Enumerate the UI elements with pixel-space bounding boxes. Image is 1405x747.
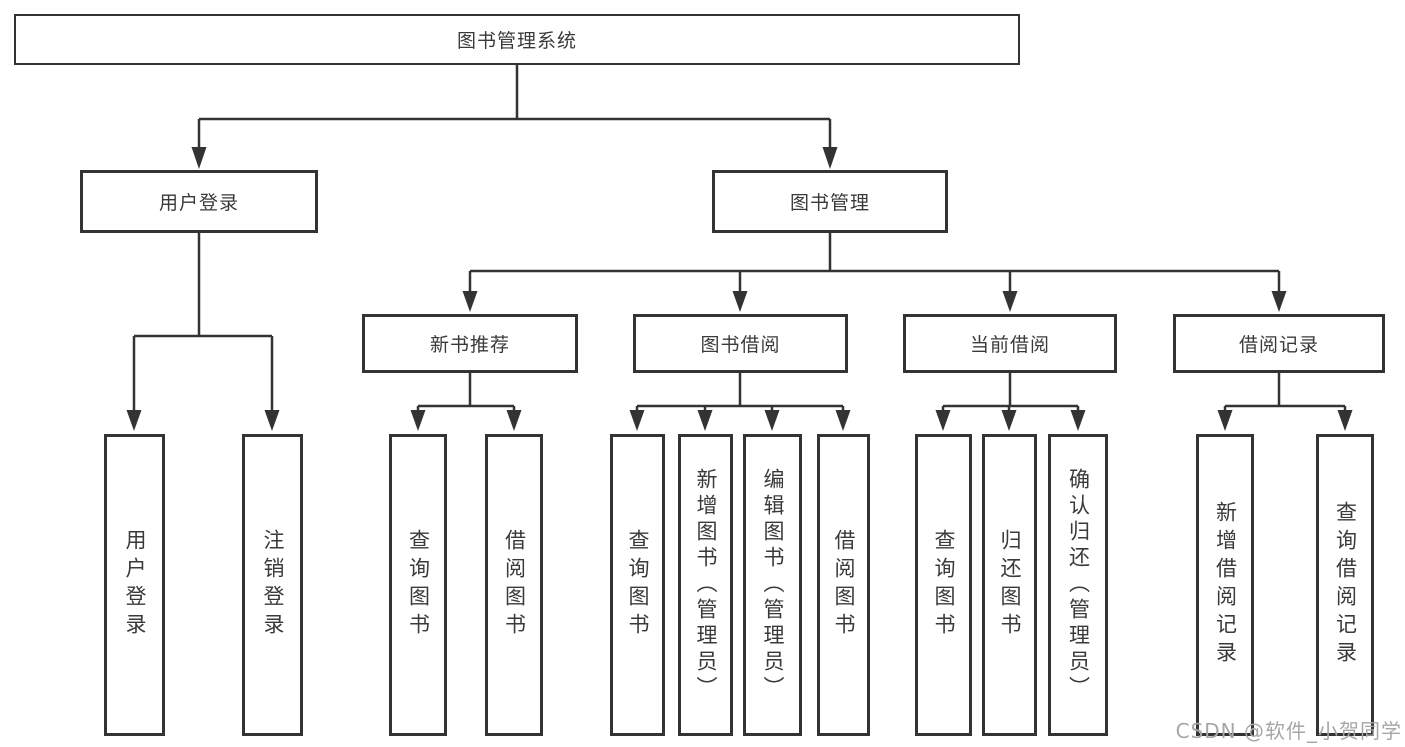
leaf-user-login: 用户登录	[104, 434, 165, 736]
leaf-logout: 注销登录	[242, 434, 303, 736]
leaf-return-books: 归还图书	[982, 434, 1037, 736]
leaf-borrow-books-1: 借阅图书	[485, 434, 543, 736]
node-borrow-records: 借阅记录	[1173, 314, 1385, 373]
node-root: 图书管理系统	[14, 14, 1020, 65]
leaf-borrow-books-2: 借阅图书	[817, 434, 870, 736]
leaf-query-books-2: 查询图书	[610, 434, 665, 736]
node-user-login: 用户登录	[80, 170, 318, 233]
leaf-query-books-3: 查询图书	[915, 434, 972, 736]
csdn-watermark: CSDN @软件_小贺同学	[1175, 719, 1402, 743]
leaf-query-books-1: 查询图书	[389, 434, 447, 736]
leaf-confirm-return-admin: 确认归还（管理员）	[1048, 434, 1108, 736]
node-book-borrow: 图书借阅	[633, 314, 848, 373]
node-new-book-recommend: 新书推荐	[362, 314, 578, 373]
leaf-add-borrow-record: 新增借阅记录	[1196, 434, 1254, 736]
node-book-management: 图书管理	[712, 170, 948, 233]
leaf-edit-books-admin: 编辑图书（管理员）	[743, 434, 802, 736]
leaf-add-books-admin: 新增图书（管理员）	[678, 434, 733, 736]
node-current-borrow: 当前借阅	[903, 314, 1117, 373]
leaf-query-borrow-record: 查询借阅记录	[1316, 434, 1374, 736]
